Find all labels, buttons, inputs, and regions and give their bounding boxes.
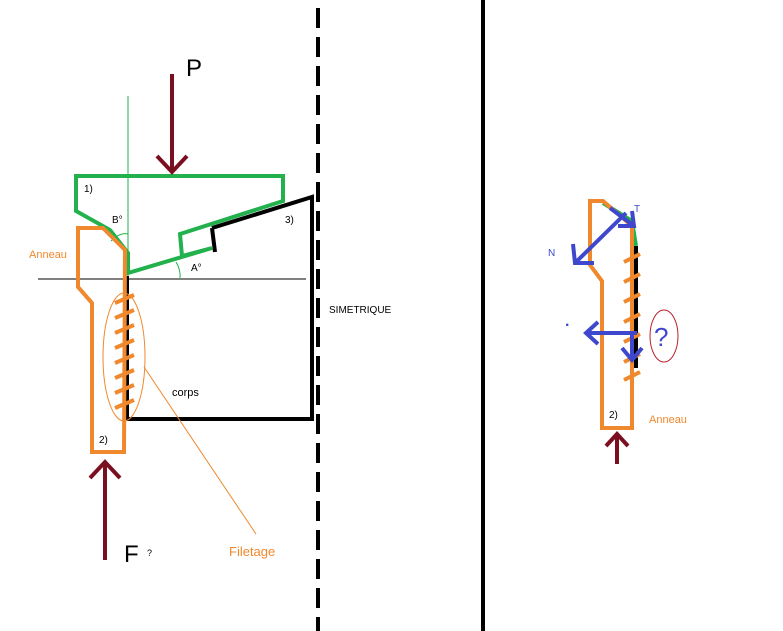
angle-a-arc	[175, 261, 181, 280]
corps-body-outline	[125, 194, 314, 421]
label-part-2-right: 2)	[609, 410, 618, 421]
force-horizontal-arrow	[583, 320, 637, 346]
label-anneau: Anneau	[29, 249, 67, 261]
label-corps: corps	[172, 387, 199, 399]
label-angle-b: B°	[112, 215, 123, 226]
filetage-leader-line	[143, 366, 257, 535]
label-f-question: ?	[147, 548, 152, 558]
label-part-3: 3)	[285, 215, 294, 226]
force-arrow-right-panel	[604, 431, 630, 464]
label-force-t: T	[634, 204, 640, 215]
threading-ellipse	[102, 292, 146, 422]
part-1-outline	[74, 174, 285, 276]
label-force-n: N	[548, 248, 555, 259]
label-symetrique: SIMETRIQUE	[329, 305, 392, 316]
force-n-arrow	[571, 211, 628, 265]
force-p-arrow	[155, 74, 189, 175]
label-question-mark: ?	[654, 322, 668, 352]
label-anneau-right: Anneau	[649, 414, 687, 426]
force-f-arrow	[88, 459, 122, 560]
label-part-2: 2)	[99, 435, 108, 446]
label-part-1: 1)	[84, 184, 93, 195]
label-force-p: P	[186, 55, 202, 82]
label-filetage: Filetage	[229, 544, 275, 559]
force-vertical-arrow	[620, 333, 644, 364]
anneau-outline	[76, 226, 128, 454]
label-force-f: F	[124, 541, 139, 568]
label-angle-a: A°	[191, 263, 202, 274]
label-dot: ·	[565, 317, 570, 334]
right-anneau-outline	[588, 199, 634, 430]
body-step-line	[210, 227, 217, 253]
force-t-arrow	[608, 206, 637, 228]
question-circle	[649, 309, 679, 363]
